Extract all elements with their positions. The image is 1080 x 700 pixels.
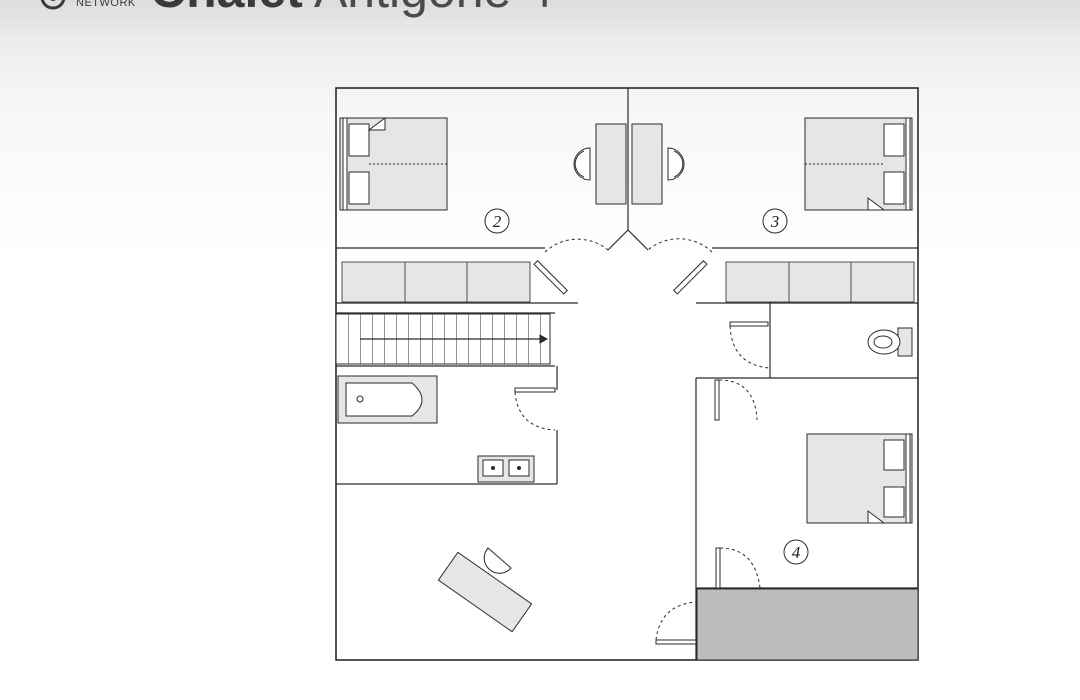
page-title: Chalet Antigone 4 xyxy=(150,0,553,18)
title-bold: Chalet xyxy=(150,0,303,18)
header: NETWORK Chalet Antigone 4 xyxy=(0,0,1080,20)
room-label-4: 4 xyxy=(783,539,809,565)
double-sink xyxy=(477,455,535,483)
staircase xyxy=(335,313,551,365)
toilet xyxy=(867,327,913,357)
interior-walls xyxy=(336,88,918,660)
room-label-2: 2 xyxy=(484,208,510,234)
desks-top xyxy=(573,123,685,205)
bathtub xyxy=(337,375,438,424)
room-label-3: 3 xyxy=(762,208,788,234)
utility-room xyxy=(696,588,919,661)
wardrobe-room-2 xyxy=(341,261,531,303)
svg-text:3: 3 xyxy=(770,212,780,231)
wardrobe-room-3 xyxy=(725,261,915,303)
bed-room-2 xyxy=(339,117,448,211)
outer-walls xyxy=(335,87,919,661)
title-light: Antigone 4 xyxy=(314,0,553,18)
logo-text: NETWORK xyxy=(76,0,136,9)
bed-room-4 xyxy=(806,433,913,524)
svg-text:2: 2 xyxy=(493,212,502,231)
svg-text:4: 4 xyxy=(792,543,801,562)
bed-room-3 xyxy=(804,117,913,211)
doors xyxy=(514,238,771,645)
logo-icon xyxy=(40,0,66,10)
desk-lower xyxy=(437,547,533,633)
